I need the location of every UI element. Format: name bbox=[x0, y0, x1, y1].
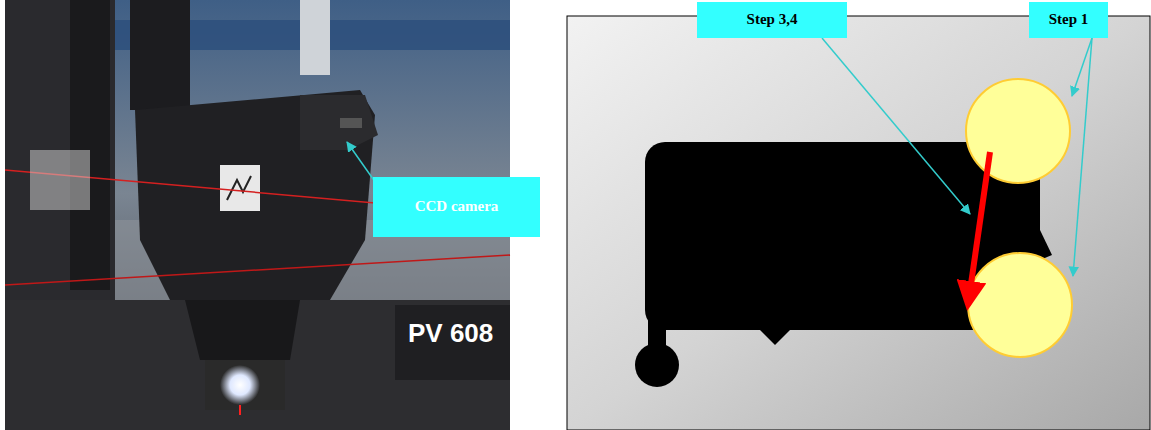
leader-line bbox=[1073, 38, 1092, 276]
callout-box: Step 3,4 bbox=[697, 2, 847, 38]
leader-line bbox=[822, 38, 970, 214]
target-circle bbox=[968, 253, 1072, 357]
callout-text: Step 3,4 bbox=[747, 11, 798, 28]
callout-text: CCD camera bbox=[415, 198, 499, 215]
callout-box: Step 1 bbox=[1029, 2, 1108, 38]
callout-text: Step 1 bbox=[1049, 11, 1089, 28]
move-arrow bbox=[968, 152, 990, 305]
target-circle bbox=[966, 79, 1070, 183]
machine-label: PV 608 bbox=[408, 318, 493, 349]
callout-box: CCD camera bbox=[373, 177, 540, 237]
sheet-panel bbox=[567, 16, 1150, 430]
